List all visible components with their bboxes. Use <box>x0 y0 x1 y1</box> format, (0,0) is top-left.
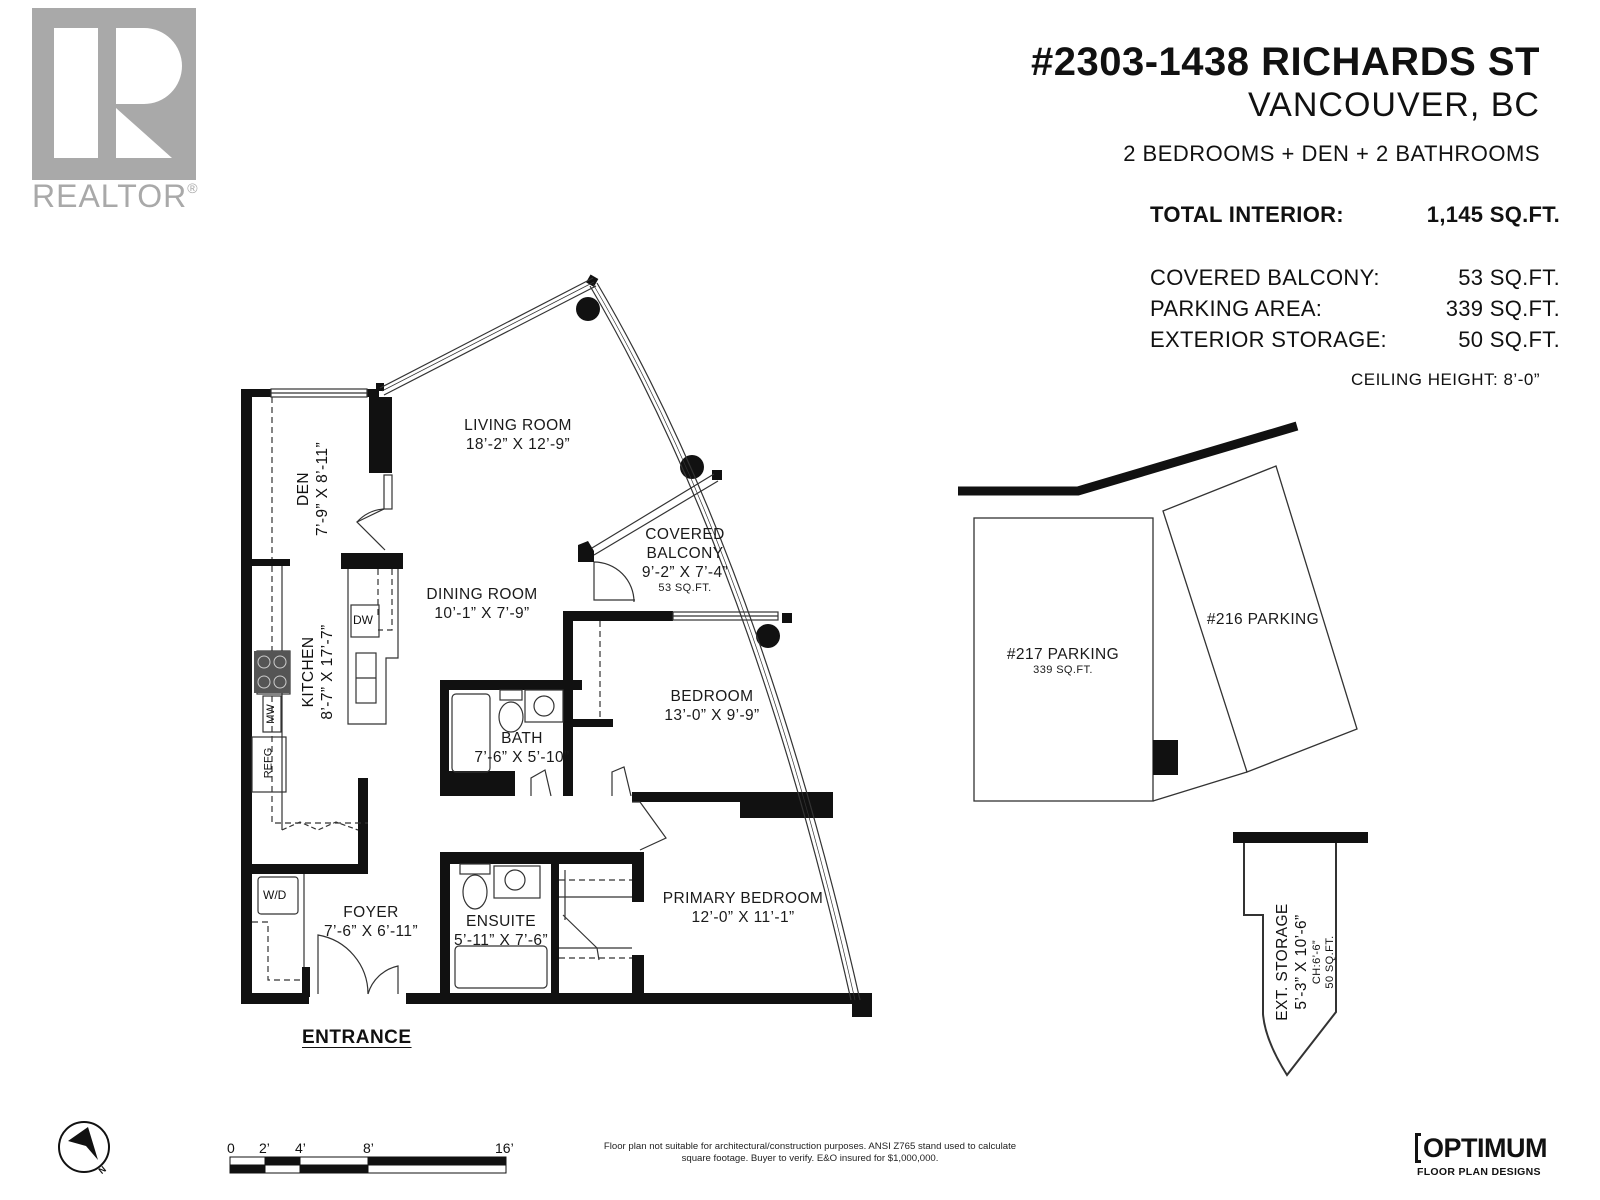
room-dims: 18’-2” X 12’-9” <box>465 436 571 453</box>
compass-icon <box>58 1121 110 1173</box>
room-dims: 12’-0” X 11’-1” <box>691 909 795 926</box>
area-label: PARKING AREA: <box>1150 296 1323 321</box>
total-interior-value: 1,145 SQ.FT. <box>1426 202 1560 227</box>
parking-216: #216 PARKING <box>1207 610 1319 629</box>
scale-tick: 2’ <box>259 1140 270 1156</box>
area-row-parking: PARKING AREA: 339 SQ.FT. <box>1150 293 1560 324</box>
room-name: DEN <box>295 472 312 506</box>
total-interior-label: TOTAL INTERIOR: <box>1150 202 1344 227</box>
room-ensuite: ENSUITE 5’-11” X 7’-6” <box>454 912 548 950</box>
room-dims: 13’-0” X 9’-9” <box>664 707 760 724</box>
ceiling-height: CEILING HEIGHT: 8’-0” <box>1350 370 1540 389</box>
room-area: 53 SQ.FT. <box>658 582 712 594</box>
room-name: DINING ROOM <box>426 586 538 603</box>
room-dims: 7’-9” X 8’-11” <box>314 441 331 537</box>
room-foyer: FOYER 7’-6” X 6’-11” <box>324 903 418 941</box>
room-dims: 9’-2” X 7’-4” <box>641 564 729 581</box>
microwave-label: MW <box>264 704 277 724</box>
room-dims: 5’-11” X 7’-6” <box>453 932 549 949</box>
room-primary-bedroom: PRIMARY BEDROOM 12’-0” X 11’-1” <box>663 889 823 927</box>
area-row-balcony: COVERED BALCONY: 53 SQ.FT. <box>1150 262 1560 293</box>
room-name: COVERED <box>645 526 725 543</box>
room-name: FOYER <box>343 904 399 921</box>
room-dims: 10’-1” X 7’-9” <box>434 605 530 622</box>
room-balcony: COVERED BALCONY 9’-2” X 7’-4” 53 SQ.FT. <box>642 525 728 595</box>
room-name: BEDROOM <box>670 688 754 705</box>
area-value: 53 SQ.FT. <box>1458 265 1560 290</box>
dishwasher-label: DW <box>353 613 373 627</box>
area-value: 339 SQ.FT. <box>1445 296 1560 321</box>
room-name: LIVING ROOM <box>464 417 572 434</box>
scale-tick: 4’ <box>295 1140 306 1156</box>
optimum-logo: OPTIMUM FLOOR PLAN DESIGNS <box>1415 1132 1557 1178</box>
stove-icon <box>254 651 290 693</box>
rooms-summary: 2 BEDROOMS + DEN + 2 BATHROOMS <box>1123 141 1540 166</box>
entrance-label: ENTRANCE <box>302 1027 412 1048</box>
area-row-storage: EXTERIOR STORAGE: 50 SQ.FT. <box>1150 324 1560 355</box>
total-interior-row: TOTAL INTERIOR: 1,145 SQ.FT. <box>1150 199 1560 230</box>
property-city: VANCOUVER, BC <box>1248 86 1540 124</box>
registered-mark: ® <box>187 180 199 196</box>
room-name: ENSUITE <box>466 913 536 930</box>
storage-area: 50 SQ.FT. <box>1324 935 1336 989</box>
room-name: KITCHEN <box>300 636 317 708</box>
room-name: PRIMARY BEDROOM <box>662 890 824 907</box>
area-breakdown: COVERED BALCONY: 53 SQ.FT. PARKING AREA:… <box>1150 262 1560 355</box>
scale-tick: 0 <box>227 1140 235 1156</box>
parking-name: #217 PARKING <box>1006 646 1120 663</box>
parking-area: 339 SQ.FT. <box>1033 664 1093 676</box>
area-label: EXTERIOR STORAGE: <box>1150 327 1387 352</box>
room-name: BATH <box>501 730 543 747</box>
storage-dims: 5’-3” X 10’-6” <box>1293 914 1310 1010</box>
realtor-text: REALTOR <box>32 178 188 214</box>
disclaimer-text: Floor plan not suitable for architectura… <box>603 1141 1017 1164</box>
exterior-storage: EXT. STORAGE 5’-3” X 10’-6” CH:6’-6” 50 … <box>1273 882 1337 1042</box>
room-dims: 8’-7” X 17’-7” <box>319 624 336 720</box>
realtor-wordmark: REALTOR® <box>32 178 199 215</box>
room-den: DEN 7’-9” X 8’-11” <box>294 429 332 549</box>
property-address: #2303-1438 RICHARDS ST <box>1031 40 1540 84</box>
optimum-tagline: FLOOR PLAN DESIGNS <box>1417 1166 1541 1178</box>
washer-dryer-label: W/D <box>263 888 287 902</box>
refrigerator-label: REFG <box>262 747 275 779</box>
storage-ceiling: CH:6’-6” <box>1311 939 1323 985</box>
parking-name: #216 PARKING <box>1206 611 1320 628</box>
parking-217: #217 PARKING 339 SQ.FT. <box>1007 645 1119 677</box>
room-dims: 7’-6” X 6’-11” <box>323 923 419 940</box>
area-label: COVERED BALCONY: <box>1150 265 1380 290</box>
room-dims: 7’-6” X 5’-10” <box>474 749 570 766</box>
scale-tick: 16’ <box>495 1140 514 1156</box>
room-kitchen: KITCHEN 8’-7” X 17’-7” <box>299 607 337 737</box>
area-value: 50 SQ.FT. <box>1458 327 1560 352</box>
room-living: LIVING ROOM 18’-2” X 12’-9” <box>464 416 572 454</box>
room-dining: DINING ROOM 10’-1” X 7’-9” <box>426 585 537 623</box>
room-bath: BATH 7’-6” X 5’-10” <box>474 729 569 767</box>
realtor-logo-icon <box>32 8 196 180</box>
storage-name: EXT. STORAGE <box>1274 903 1291 1021</box>
room-name: BALCONY <box>646 545 724 562</box>
room-bedroom: BEDROOM 13’-0” X 9’-9” <box>664 687 759 725</box>
scale-tick: 8’ <box>363 1140 374 1156</box>
optimum-wordmark: OPTIMUM <box>1421 1132 1549 1164</box>
